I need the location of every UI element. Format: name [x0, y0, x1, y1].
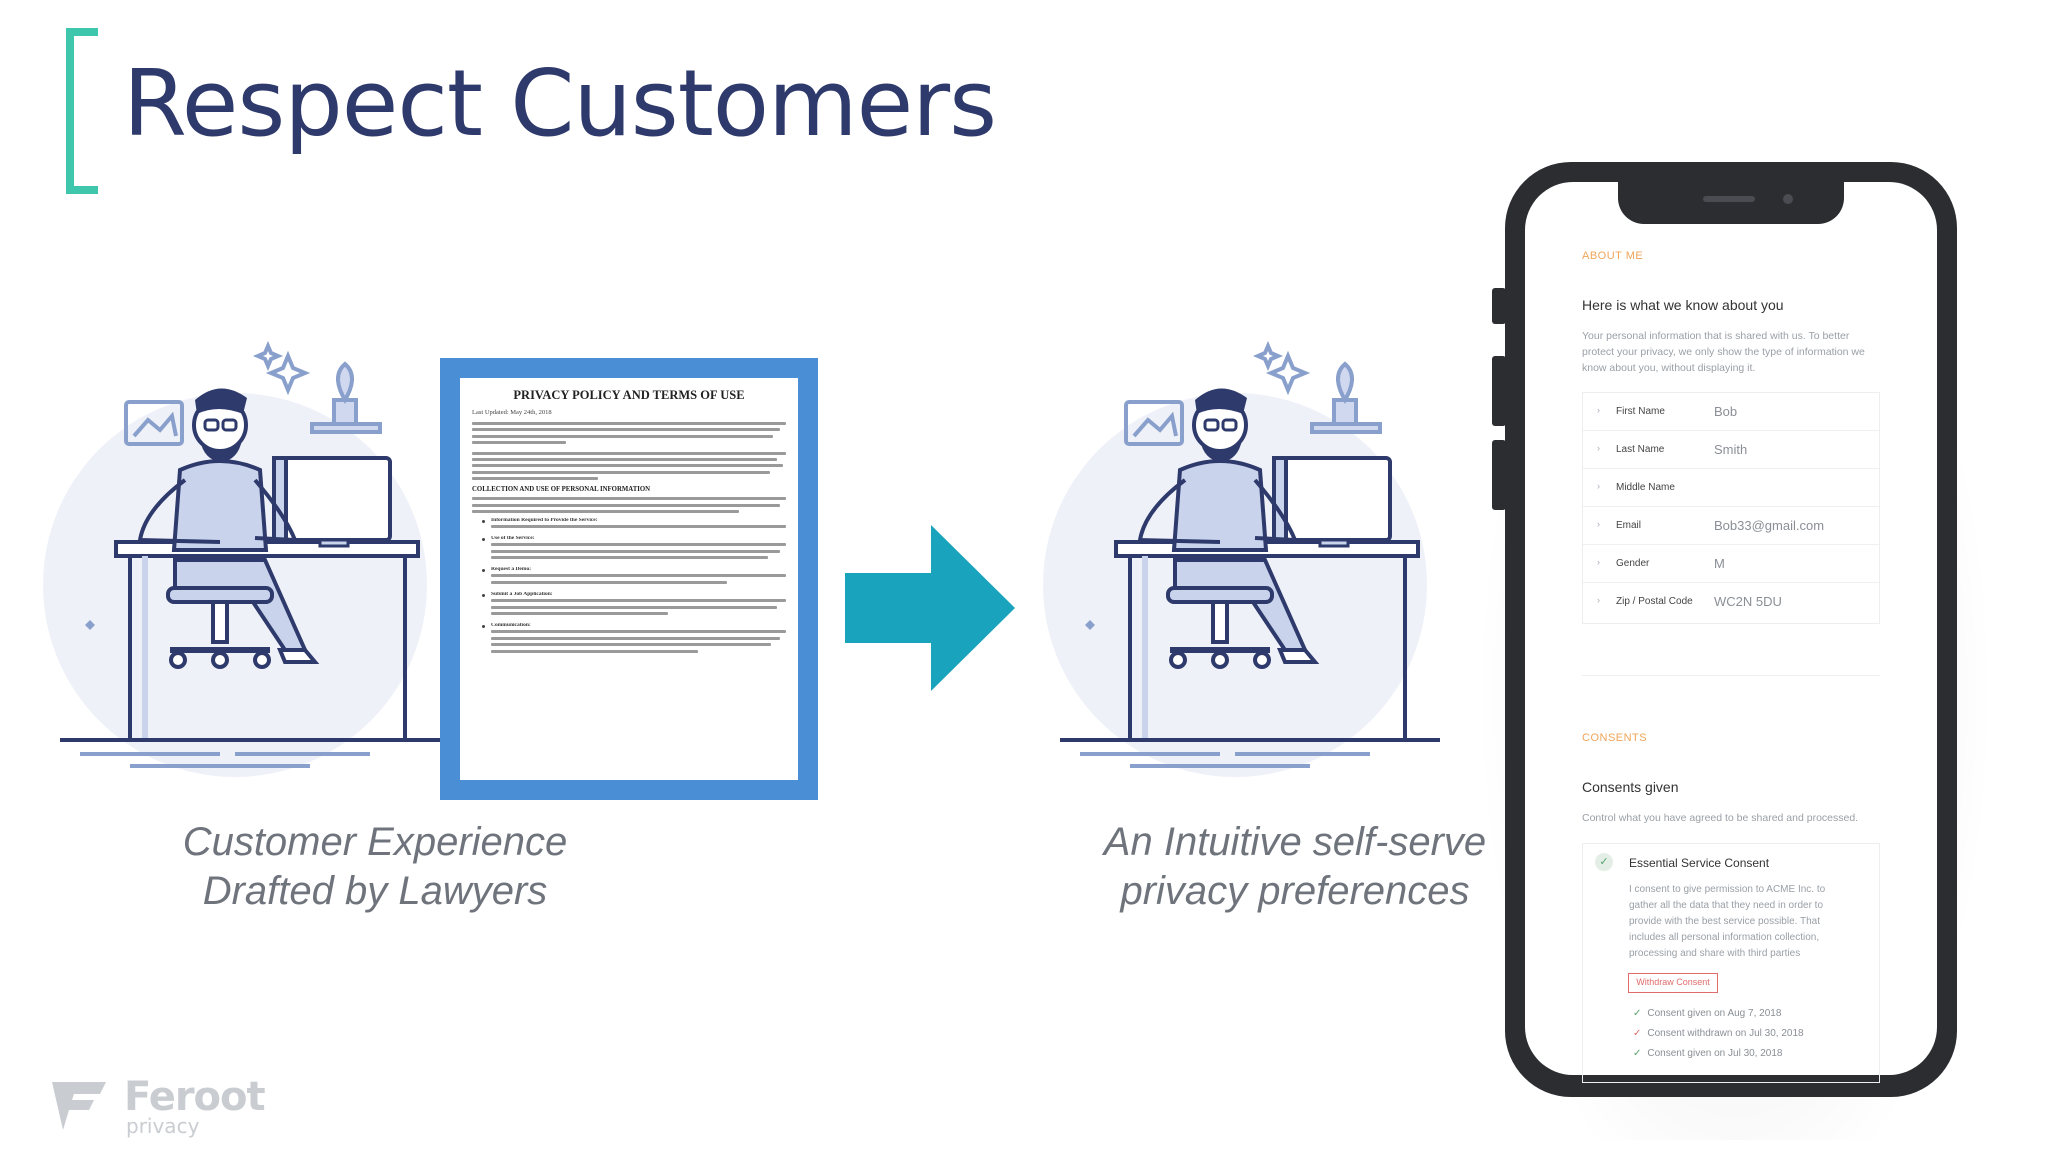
phone-side-button — [1492, 288, 1506, 324]
right-caption-line2: privacy preferences — [1120, 869, 1470, 913]
document-section-text — [472, 497, 786, 513]
document-bullet: Submit a Job Application: — [482, 592, 786, 618]
consents-section-label: CONSENTS — [1582, 732, 1648, 744]
field-value: WC2N 5DU — [1714, 594, 1782, 609]
section-divider — [1582, 675, 1880, 676]
about-me-section-label: ABOUT ME — [1582, 250, 1644, 262]
field-value: Bob — [1714, 404, 1738, 419]
phone-volume-down-button — [1492, 440, 1506, 510]
consent-history-item: ✓Consent withdrawn on Jul 30, 2018 — [1633, 1028, 1804, 1039]
field-value: Smith — [1714, 442, 1748, 457]
left-caption-line1: Customer Experience — [182, 820, 568, 864]
document-bullet: Communication: — [482, 623, 786, 656]
right-caption-line1: An Intuitive self-serve — [1103, 820, 1487, 864]
check-icon: ✓ — [1633, 1008, 1642, 1019]
withdraw-consent-button[interactable]: Withdraw Consent — [1628, 973, 1718, 993]
chevron-right-icon: › — [1597, 595, 1600, 605]
consents-heading: Consents given — [1582, 779, 1679, 795]
person-at-desk-illustration-right — [1043, 340, 1440, 777]
phone-speaker — [1703, 196, 1755, 202]
chevron-right-icon: › — [1597, 557, 1600, 567]
consent-title: Essential Service Consent — [1629, 856, 1770, 870]
right-arrow-icon — [845, 525, 1015, 691]
phone-notch — [1618, 182, 1844, 224]
logo-subtitle: privacy — [126, 1114, 200, 1138]
feroot-logo-icon — [52, 1082, 106, 1130]
document-bullet: Information Required to Provide the Serv… — [482, 518, 786, 531]
document-last-updated: Last Updated: May 24th, 2018 — [472, 409, 552, 416]
info-row-gender[interactable]: › Gender M — [1583, 545, 1879, 583]
left-caption-line2: Drafted by Lawyers — [202, 869, 548, 913]
chevron-right-icon: › — [1597, 519, 1600, 529]
info-row-email[interactable]: › Email Bob33@gmail.com — [1583, 507, 1879, 545]
consent-history-item: ✓Consent given on Aug 7, 2018 — [1633, 1008, 1782, 1019]
phone-screen — [1525, 182, 1937, 1075]
person-at-desk-illustration-left — [43, 340, 440, 777]
info-row-last-name[interactable]: › Last Name Smith — [1583, 431, 1879, 469]
phone-volume-up-button — [1492, 356, 1506, 426]
field-label: Email — [1616, 520, 1642, 531]
document-bullet: Request a Demo: — [482, 567, 786, 587]
document-intro-text — [472, 422, 786, 481]
document-bullet: Use of the Service: — [482, 536, 786, 562]
check-icon: ✓ — [1633, 1028, 1642, 1039]
info-row-first-name[interactable]: › First Name Bob — [1583, 393, 1879, 431]
logo-name: Feroot — [124, 1074, 266, 1120]
consents-description: Control what you have agreed to be share… — [1582, 812, 1859, 824]
chevron-right-icon: › — [1597, 481, 1600, 491]
left-caption: Customer Experience Drafted by Lawyers — [140, 818, 610, 916]
chevron-right-icon: › — [1597, 405, 1600, 415]
field-value: M — [1714, 556, 1725, 571]
document-title: PRIVACY POLICY AND TERMS OF USE — [513, 388, 745, 402]
about-description: Your personal information that is shared… — [1582, 330, 1865, 374]
about-heading: Here is what we know about you — [1582, 297, 1784, 313]
check-icon: ✓ — [1633, 1048, 1642, 1059]
check-circle-icon: ✓ — [1595, 853, 1613, 871]
info-row-middle-name[interactable]: › Middle Name — [1583, 469, 1879, 507]
info-row-postal-code[interactable]: › Zip / Postal Code WC2N 5DU — [1583, 583, 1879, 621]
field-label: Gender — [1616, 558, 1650, 569]
field-label: Zip / Postal Code — [1616, 596, 1693, 607]
chevron-right-icon: › — [1597, 443, 1600, 453]
field-label: Middle Name — [1616, 482, 1675, 493]
privacy-policy-document: PRIVACY POLICY AND TERMS OF USE Last Upd… — [440, 358, 818, 800]
consent-history-item: ✓Consent given on Jul 30, 2018 — [1633, 1048, 1783, 1059]
field-label: Last Name — [1616, 444, 1665, 455]
document-section-heading: COLLECTION AND USE OF PERSONAL INFORMATI… — [472, 486, 651, 494]
field-value: Bob33@gmail.com — [1714, 518, 1825, 533]
phone-camera-icon — [1783, 194, 1793, 204]
field-label: First Name — [1616, 406, 1665, 417]
slide-title: Respect Customers — [123, 50, 997, 157]
right-caption: An Intuitive self-serve privacy preferen… — [1060, 818, 1530, 916]
personal-info-table: › First Name Bob › Last Name Smith › Mid… — [1582, 392, 1880, 624]
title-bracket — [66, 28, 98, 194]
consent-text: I consent to give permission to ACME Inc… — [1629, 884, 1826, 959]
consent-card — [1582, 843, 1880, 1083]
